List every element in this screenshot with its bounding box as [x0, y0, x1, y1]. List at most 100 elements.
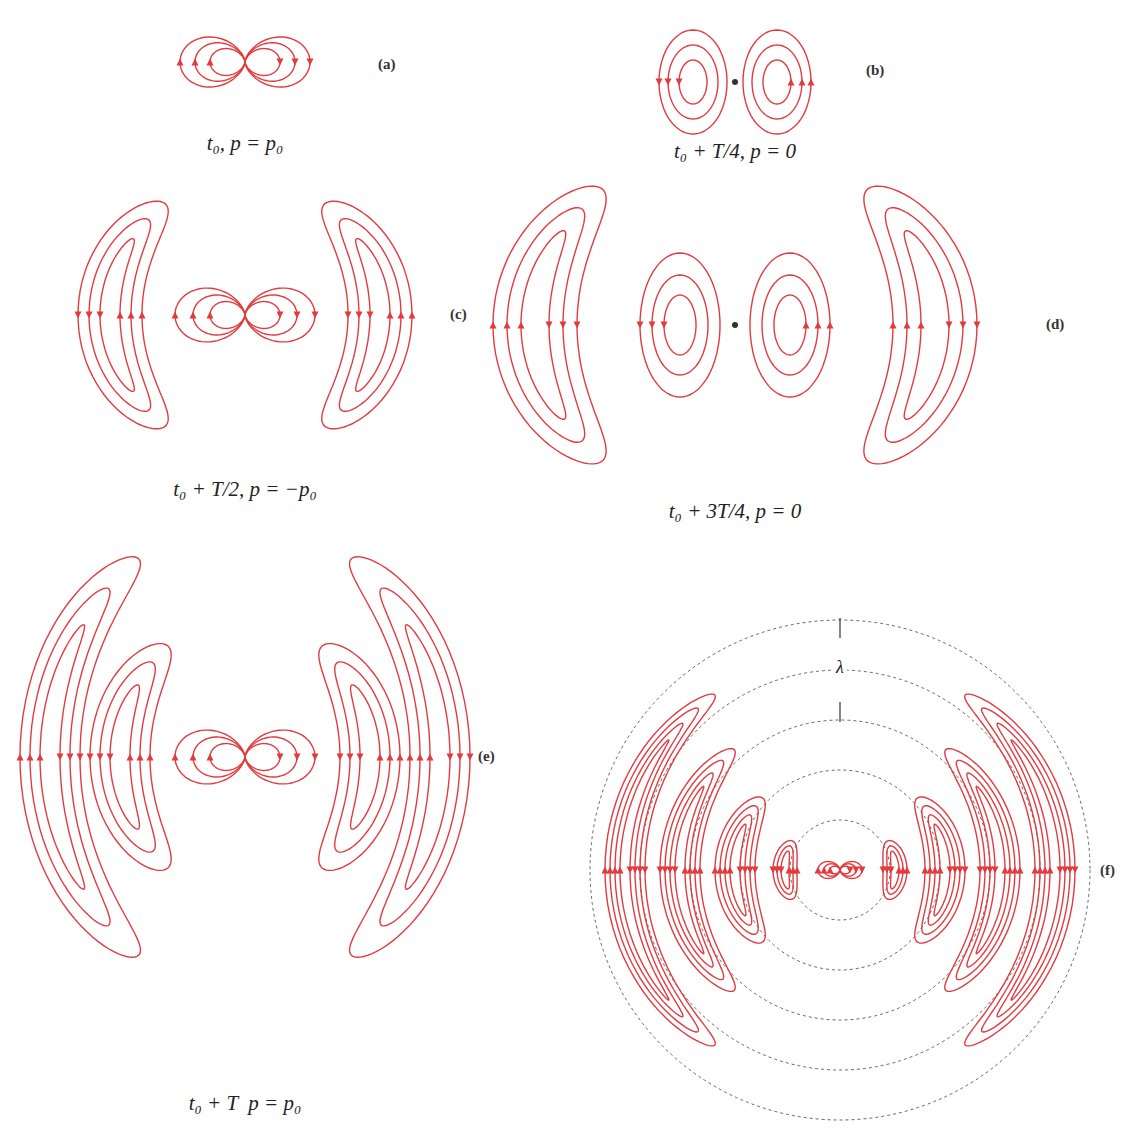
arrowhead	[356, 312, 363, 319]
field-line	[887, 846, 903, 894]
arrowhead	[637, 322, 644, 329]
arrowhead	[67, 754, 74, 761]
arrowhead	[397, 754, 404, 761]
field-line	[885, 208, 963, 443]
arrowhead	[504, 322, 511, 329]
arrowhead	[770, 867, 777, 874]
field-line	[620, 740, 669, 1000]
arrowhead	[977, 867, 984, 874]
wavefront-circle	[740, 770, 940, 970]
field-line	[1011, 740, 1060, 1000]
field-line	[773, 841, 797, 900]
panel-letter: (e)	[478, 748, 495, 765]
field-line	[818, 862, 840, 879]
arrowhead	[387, 312, 394, 319]
arrowhead	[207, 754, 214, 761]
arrowhead	[172, 312, 179, 319]
arrowhead	[277, 754, 284, 761]
arrowhead	[794, 867, 801, 874]
field-line	[774, 295, 806, 355]
arrowhead	[37, 754, 44, 761]
field-line	[615, 723, 683, 1016]
arrowhead	[292, 59, 299, 66]
field-line	[605, 694, 715, 1046]
arrowhead	[960, 322, 967, 329]
arrowhead	[808, 79, 815, 86]
arrowhead	[347, 754, 354, 761]
arrowhead	[904, 867, 911, 874]
panel-letter: (c)	[450, 306, 467, 323]
arrowhead	[697, 867, 704, 874]
arrowhead	[649, 322, 656, 329]
wavelength-label: λ	[833, 658, 847, 678]
arrowhead	[357, 754, 364, 761]
field-line	[322, 201, 412, 429]
wavefront-circle	[690, 720, 990, 1020]
field-line	[668, 45, 718, 119]
arrowhead	[827, 867, 834, 874]
field-line	[660, 749, 735, 992]
arrowhead	[177, 59, 184, 66]
field-line	[78, 201, 168, 429]
arrowhead	[172, 754, 179, 761]
field-line	[90, 644, 171, 871]
field-line	[245, 730, 315, 784]
field-line	[982, 708, 1070, 1032]
arrowhead	[853, 867, 860, 874]
arrowhead	[447, 754, 454, 761]
arrowhead	[799, 79, 806, 86]
field-line	[997, 723, 1065, 1016]
arrowhead	[657, 867, 664, 874]
arrowhead	[642, 867, 649, 874]
field-line	[507, 208, 585, 443]
arrowhead	[821, 867, 828, 874]
field-line	[752, 45, 802, 119]
arrowhead	[546, 322, 553, 329]
field-line	[30, 588, 110, 926]
panel-letter: (b)	[866, 62, 884, 79]
field-line	[945, 749, 1020, 992]
arrowhead	[277, 59, 284, 66]
field-line	[840, 862, 862, 879]
field-line	[956, 760, 1015, 979]
time-caption: t₀ + T p = p₀	[189, 1092, 302, 1115]
time-caption: t₀ + 3T/4, p = 0	[669, 500, 802, 523]
field-line	[864, 186, 977, 464]
field-line	[883, 841, 907, 900]
field-line	[175, 730, 245, 784]
arrowhead	[367, 312, 374, 319]
arrowhead	[137, 754, 144, 761]
field-line	[100, 662, 155, 852]
field-line	[640, 253, 720, 397]
arrowhead	[277, 312, 284, 319]
arrowhead	[97, 312, 104, 319]
field-line	[679, 60, 707, 104]
field-line	[763, 60, 791, 104]
arrowhead	[574, 322, 581, 329]
arrowhead	[27, 754, 34, 761]
arrowhead	[602, 867, 609, 874]
arrowhead	[107, 754, 114, 761]
field-line	[750, 253, 830, 397]
arrowhead	[815, 322, 822, 329]
arrowhead	[752, 867, 759, 874]
arrowhead	[803, 322, 810, 329]
arrowhead	[918, 322, 925, 329]
arrowhead	[207, 59, 214, 66]
field-line	[652, 275, 708, 375]
arrowhead	[788, 79, 795, 86]
panel-letter: (f)	[1100, 862, 1115, 879]
arrowhead	[712, 867, 719, 874]
field-line	[319, 644, 400, 871]
arrowhead	[207, 312, 214, 319]
arrowhead	[974, 322, 981, 329]
arrowhead	[827, 322, 834, 329]
arrowhead	[139, 312, 146, 319]
arrowhead	[457, 754, 464, 761]
field-line	[762, 275, 818, 375]
arrowhead	[880, 867, 887, 874]
arrowhead	[147, 754, 154, 761]
arrowhead	[57, 754, 64, 761]
field-line	[20, 557, 141, 958]
field-line	[245, 37, 310, 87]
